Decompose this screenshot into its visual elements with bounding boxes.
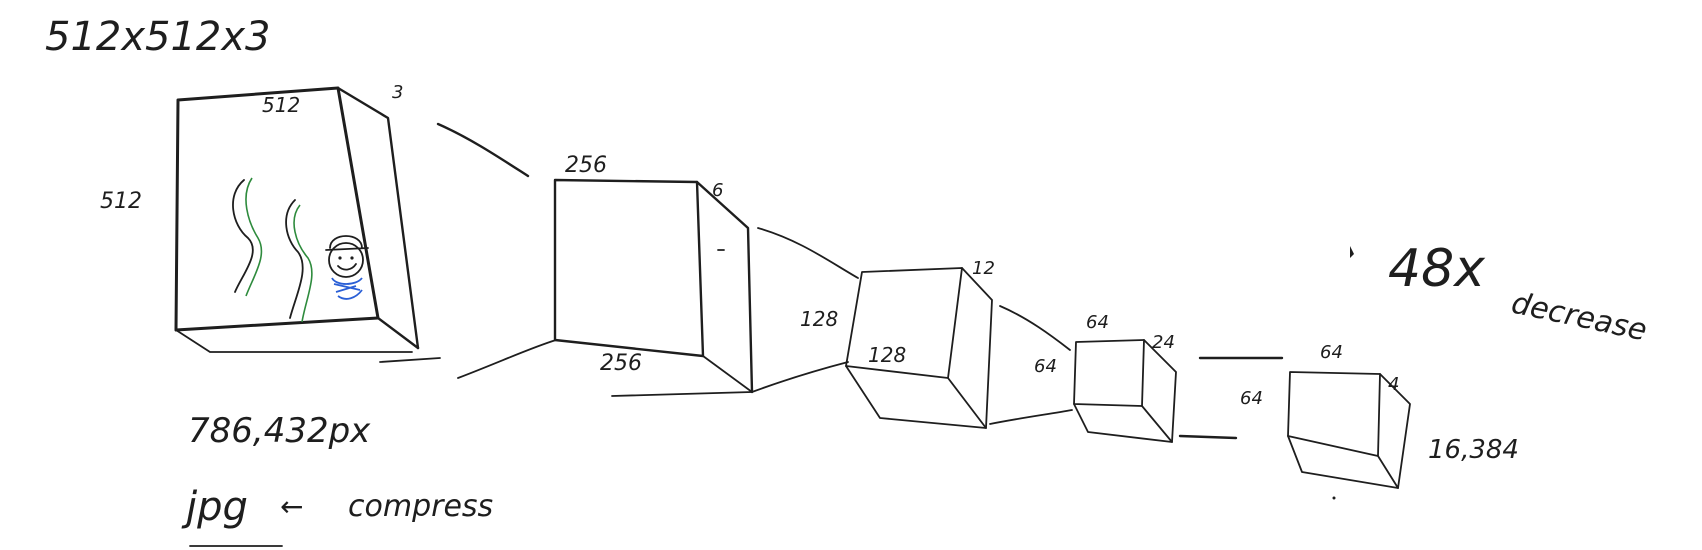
input-block-front-face xyxy=(174,86,380,332)
wavy-line-green-2 xyxy=(293,204,313,323)
latent-block: 64 64 4 16,384 xyxy=(1240,342,1519,489)
input-left-label: 512 xyxy=(100,189,142,214)
wavy-line-black-1 xyxy=(232,179,254,293)
person-smile xyxy=(337,263,357,271)
connector-top-2 xyxy=(757,227,859,279)
input-block-shadow-stroke xyxy=(379,357,441,363)
latent-block-bottom-face xyxy=(1287,435,1399,489)
block2-top-label: 256 xyxy=(565,153,607,178)
latent-block-side-edge xyxy=(1379,373,1411,489)
input-image-block: 512 512 3 786,432px xyxy=(100,82,441,451)
decrease-note: 48x decrease xyxy=(1388,239,1650,348)
cursor-pointer-icon xyxy=(1350,246,1354,258)
compression-note: jpg ← compress xyxy=(181,484,493,547)
block3-front-label: 128 xyxy=(868,343,906,367)
person-head-doodle xyxy=(328,242,364,278)
person-body-scribble xyxy=(331,277,363,300)
block4-top-label: 64 xyxy=(1086,312,1109,333)
input-block-bottom-face xyxy=(175,329,413,353)
block2-front-face xyxy=(553,178,705,358)
input-depth-label: 3 xyxy=(392,82,403,103)
person-eye-left xyxy=(338,256,342,260)
encoder-block-2: 256 256 6 xyxy=(553,153,754,397)
block3-left-label: 128 xyxy=(800,307,838,331)
title-label: 512x512x3 xyxy=(45,14,271,60)
latent-value-count: 16,384 xyxy=(1428,435,1519,465)
block2-bottom-label: 256 xyxy=(600,351,642,376)
block2-depth-label: 6 xyxy=(712,180,723,201)
stray-dot xyxy=(1332,496,1336,500)
compress-arrow: ← xyxy=(280,490,303,523)
wavy-line-black-2 xyxy=(285,199,304,319)
block3-bottom-face xyxy=(845,365,987,429)
connector-top-3 xyxy=(999,305,1071,351)
jpg-label: jpg xyxy=(181,484,248,530)
latent-top-label: 64 xyxy=(1320,342,1343,363)
wavy-line-green-1 xyxy=(245,177,263,297)
compress-label: compress xyxy=(348,489,493,524)
decrease-factor: 48x xyxy=(1388,239,1486,299)
connector-top-1 xyxy=(436,122,530,178)
input-pixel-count: 786,432px xyxy=(188,411,371,451)
person-eye-right xyxy=(350,256,354,260)
connector-bottom-1 xyxy=(457,339,557,379)
block2-side-edge xyxy=(695,180,754,394)
latent-left-label: 64 xyxy=(1240,388,1263,409)
block4-bottom-face xyxy=(1073,403,1173,443)
block4-left-label: 64 xyxy=(1034,356,1057,377)
input-block-side-edge xyxy=(336,86,420,350)
latent-block-front-face xyxy=(1287,371,1381,457)
block3-depth-label: 12 xyxy=(972,258,995,279)
latent-depth-label: 4 xyxy=(1388,374,1399,395)
block4-side-edge xyxy=(1143,339,1177,443)
input-block-bottom-edge xyxy=(376,316,420,350)
block3-side-edge xyxy=(961,267,993,429)
block4-depth-label: 24 xyxy=(1152,332,1175,353)
input-top-label: 512 xyxy=(262,93,300,117)
connector-bottom-3 xyxy=(989,409,1073,425)
block4-front-face xyxy=(1073,339,1145,407)
decrease-word: decrease xyxy=(1508,286,1650,349)
encoder-block-3: 128 128 12 xyxy=(800,258,995,429)
connector-bottom-4 xyxy=(1178,434,1238,440)
connector-bottom-2 xyxy=(751,361,849,393)
person-hat-doodle xyxy=(325,235,369,251)
encoder-block-4: 64 64 24 xyxy=(1034,312,1177,443)
